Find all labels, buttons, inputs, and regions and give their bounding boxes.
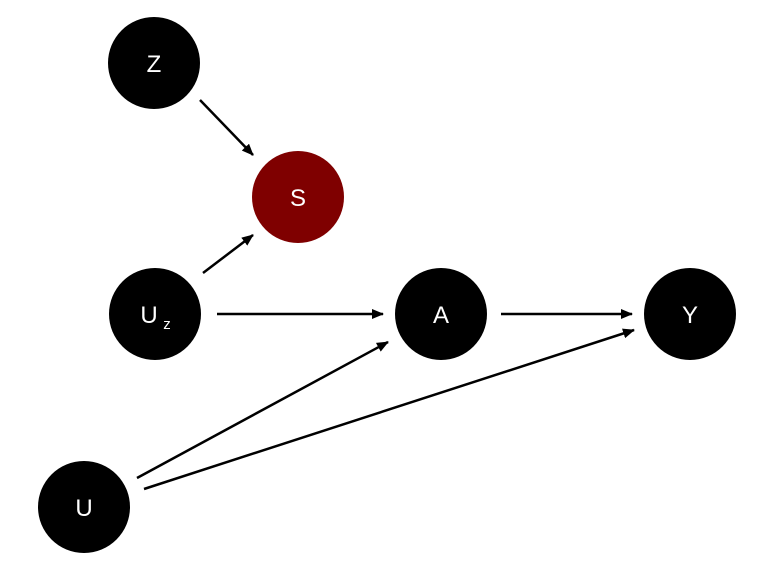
edge-z-to-s	[199, 99, 254, 156]
node-y-circle	[644, 268, 736, 360]
edge-u-to-y	[143, 328, 635, 491]
node-z-circle	[108, 17, 200, 109]
node-s: S	[252, 151, 344, 243]
node-uz-circle	[109, 268, 201, 360]
edge-uz-to-s	[202, 234, 254, 274]
node-a: A	[395, 268, 487, 360]
node-u: U	[38, 461, 130, 553]
node-y: Y	[644, 268, 736, 360]
node-z-label: Z	[147, 51, 162, 78]
node-uz-subscript: z	[163, 316, 171, 333]
edges	[136, 99, 635, 491]
node-y-label: Y	[682, 302, 698, 329]
node-a-label: A	[433, 302, 449, 329]
edge-u-to-a	[136, 340, 389, 480]
node-uz: U z	[109, 268, 201, 360]
node-s-circle	[252, 151, 344, 243]
node-uz-label: U	[140, 302, 157, 329]
node-a-circle	[395, 268, 487, 360]
node-u-label: U	[75, 495, 92, 522]
node-s-label: S	[290, 185, 306, 212]
node-u-circle	[38, 461, 130, 553]
node-z: Z	[108, 17, 200, 109]
